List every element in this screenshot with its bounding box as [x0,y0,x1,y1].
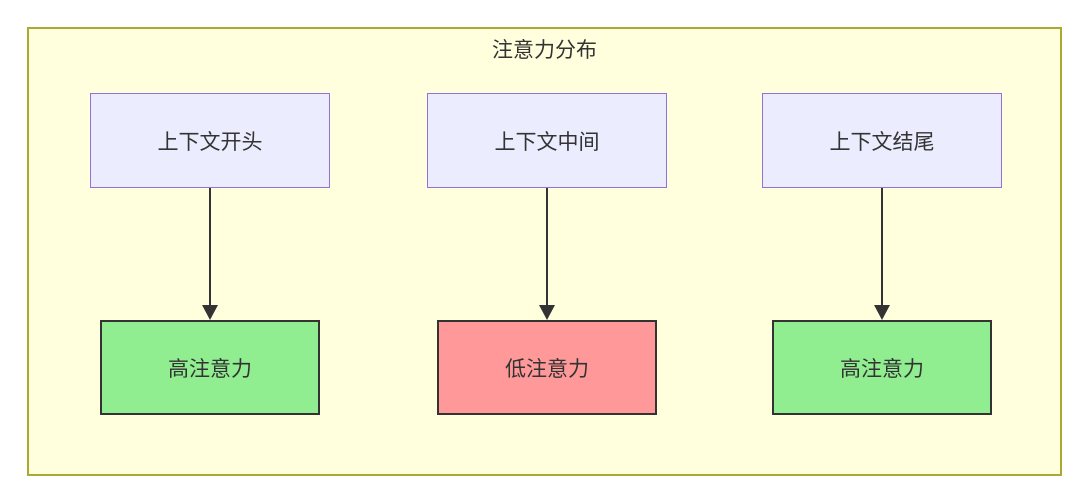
source-node-context-end: 上下文结尾 [762,93,1002,188]
source-node-context-middle: 上下文中间 [427,93,667,188]
source-node-context-beginning: 上下文开头 [90,93,330,188]
source-node-label: 上下文开头 [157,130,263,154]
down-arrow-icon [539,188,555,320]
target-node-high-attention-1: 高注意力 [100,320,320,415]
source-node-label: 上下文结尾 [829,130,935,154]
target-node-label: 高注意力 [168,357,252,381]
down-arrow-icon [874,188,890,320]
diagram-title: 注意力分布 [492,39,597,62]
target-node-low-attention: 低注意力 [437,320,657,415]
target-node-label: 高注意力 [840,357,924,381]
target-node-high-attention-2: 高注意力 [772,320,992,415]
target-node-label: 低注意力 [505,357,589,381]
down-arrow-icon [202,188,218,320]
source-node-label: 上下文中间 [494,130,600,154]
